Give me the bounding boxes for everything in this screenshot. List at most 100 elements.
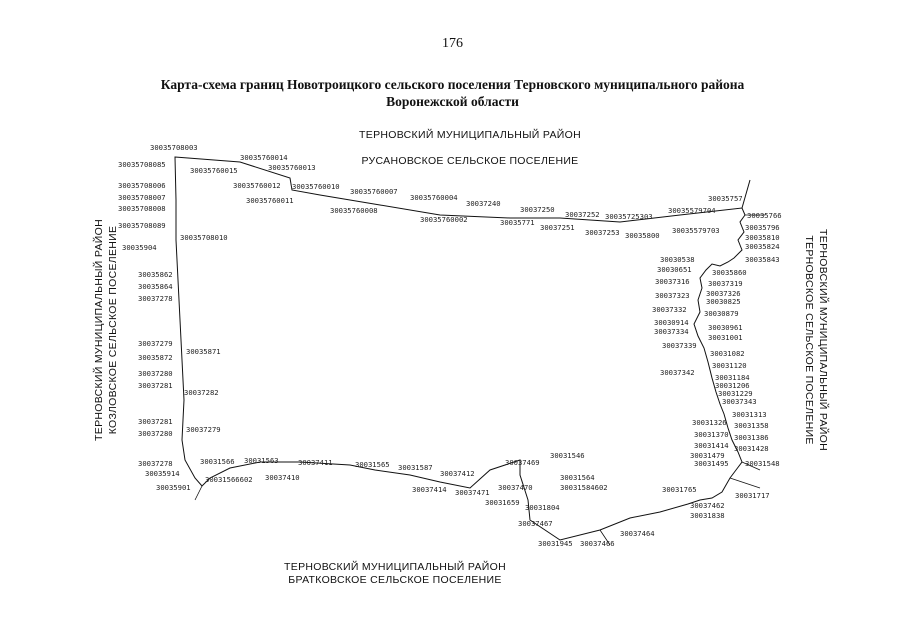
point-label: 30030538 <box>660 255 695 264</box>
point-label: 30035708008 <box>118 204 166 213</box>
point-label: 30037410 <box>265 473 300 482</box>
point-label: 30037462 <box>690 501 725 510</box>
point-label: 30031563 <box>244 456 279 465</box>
point-label: 30037281 <box>138 417 173 426</box>
point-label: 30031546 <box>550 451 585 460</box>
point-label: 30031120 <box>712 361 747 370</box>
point-label: 30035843 <box>745 255 780 264</box>
east-neighbor-line-1: ТЕРНОВСКИЙ МУНИЦИПАЛЬНЫЙ РАЙОН <box>817 229 830 451</box>
point-label: 30037323 <box>655 291 690 300</box>
point-label: 30037252 <box>565 210 600 219</box>
point-label: 30035760010 <box>292 182 340 191</box>
point-label: 30035708006 <box>118 181 166 190</box>
point-label: 30037334 <box>654 327 689 336</box>
point-label: 30031326 <box>692 418 727 427</box>
point-label: 30031548 <box>745 459 780 468</box>
point-label: 30037343 <box>722 397 757 406</box>
point-label: 30031001 <box>708 333 743 342</box>
point-label: 30031765 <box>662 485 697 494</box>
point-label: 30037326 <box>706 289 741 298</box>
point-label: 30037282 <box>184 388 219 397</box>
point-label: 30035760004 <box>410 193 458 202</box>
point-label: 30037278 <box>138 294 173 303</box>
point-label: 30037316 <box>655 277 690 286</box>
point-label: 30037470 <box>498 483 533 492</box>
point-label: 30030961 <box>708 323 743 332</box>
point-label: 30035914 <box>145 469 180 478</box>
point-label: 30035708089 <box>118 221 166 230</box>
point-label: 30035725303 <box>605 212 653 221</box>
point-label: 30035760002 <box>420 215 468 224</box>
point-label: 30031082 <box>710 349 745 358</box>
south-neighbor-line-1: ТЕРНОВСКИЙ МУНИЦИПАЛЬНЫЙ РАЙОН <box>284 560 506 573</box>
point-label: 30031564 <box>560 473 595 482</box>
point-label: 30037250 <box>520 205 555 214</box>
point-label: 30035862 <box>138 270 173 279</box>
point-label: 30031945 <box>538 539 573 548</box>
point-label: 30031717 <box>735 491 770 500</box>
east-neighbor-line-2: ТЕРНОВСКОЕ СЕЛЬСКОЕ ПОСЕЛЕНИЕ <box>803 235 815 444</box>
point-label: 30031370 <box>694 430 729 439</box>
point-label: 30031414 <box>694 441 729 450</box>
point-label: 30031566 <box>200 457 235 466</box>
point-label: 30031659 <box>485 498 520 507</box>
point-label: 30030914 <box>654 318 689 327</box>
point-label: 30035760012 <box>233 181 281 190</box>
point-label: 30030825 <box>706 297 741 306</box>
point-label: 30037412 <box>440 469 475 478</box>
point-label: 30031479 <box>690 451 725 460</box>
point-label: 30035760013 <box>268 163 316 172</box>
north-neighbor-line-2: РУСАНОВСКОЕ СЕЛЬСКОЕ ПОСЕЛЕНИЕ <box>361 155 578 167</box>
point-label: 30035771 <box>500 218 535 227</box>
point-label: 30031565 <box>355 460 390 469</box>
point-label: 30031313 <box>732 410 767 419</box>
point-label: 30035766 <box>747 211 782 220</box>
point-label: 30030879 <box>704 309 739 318</box>
title-line-2: Воронежской области <box>386 94 519 109</box>
point-label: 30037414 <box>412 485 447 494</box>
point-label: 30035760008 <box>330 206 378 215</box>
point-label: 30035860 <box>712 268 747 277</box>
point-label: 30037251 <box>540 223 575 232</box>
point-label: 30031184 <box>715 373 750 382</box>
point-label: 30035708085 <box>118 160 166 169</box>
point-label: 30031358 <box>734 421 769 430</box>
point-label: 30037466 <box>580 539 615 548</box>
point-label: 30037278 <box>138 459 173 468</box>
west-neighbor-line-2: КОЗЛОВСКОЕ СЕЛЬСКОЕ ПОСЕЛЕНИЕ <box>107 226 119 435</box>
page-number: 176 <box>442 36 463 51</box>
point-label: 30037464 <box>620 529 655 538</box>
point-label: 30035760014 <box>240 153 288 162</box>
point-label: 30031428 <box>734 444 769 453</box>
point-label: 30035579703 <box>672 226 720 235</box>
point-label: 30031804 <box>525 503 560 512</box>
west-neighbor-line-1: ТЕРНОВСКИЙ МУНИЦИПАЛЬНЫЙ РАЙОН <box>92 219 105 441</box>
point-label: 30037411 <box>298 458 333 467</box>
point-label: 30031584602 <box>560 483 608 492</box>
point-label: 30035708010 <box>180 233 228 242</box>
point-label: 30035904 <box>122 243 157 252</box>
north-neighbor-line-1: ТЕРНОВСКИЙ МУНИЦИПАЛЬНЫЙ РАЙОН <box>359 128 581 141</box>
point-label: 30035800 <box>625 231 660 240</box>
title-line-1: Карта-схема границ Новотроицкого сельско… <box>160 77 745 92</box>
point-label: 30035760015 <box>190 166 238 175</box>
point-label: 30035824 <box>745 242 780 251</box>
point-label: 30031838 <box>690 511 725 520</box>
map-title: Карта-схема границ Новотроицкого сельско… <box>60 76 845 110</box>
point-label: 30037332 <box>652 305 687 314</box>
point-label: 30031495 <box>694 459 729 468</box>
point-label: 30035864 <box>138 282 173 291</box>
south-neighbor-line-2: БРАТКОВСКОЕ СЕЛЬСКОЕ ПОСЕЛЕНИЕ <box>288 574 501 586</box>
point-label: 30031229 <box>718 389 753 398</box>
point-label: 30037471 <box>455 488 490 497</box>
point-label: 30035708007 <box>118 193 166 202</box>
point-label: 30031587 <box>398 463 433 472</box>
point-label: 30030651 <box>657 265 692 274</box>
point-label: 30035708003 <box>150 143 198 152</box>
point-label: 30037467 <box>518 519 553 528</box>
point-label: 30035872 <box>138 353 173 362</box>
point-label: 30035760007 <box>350 187 398 196</box>
point-label: 30037280 <box>138 429 173 438</box>
point-label: 30037342 <box>660 368 695 377</box>
